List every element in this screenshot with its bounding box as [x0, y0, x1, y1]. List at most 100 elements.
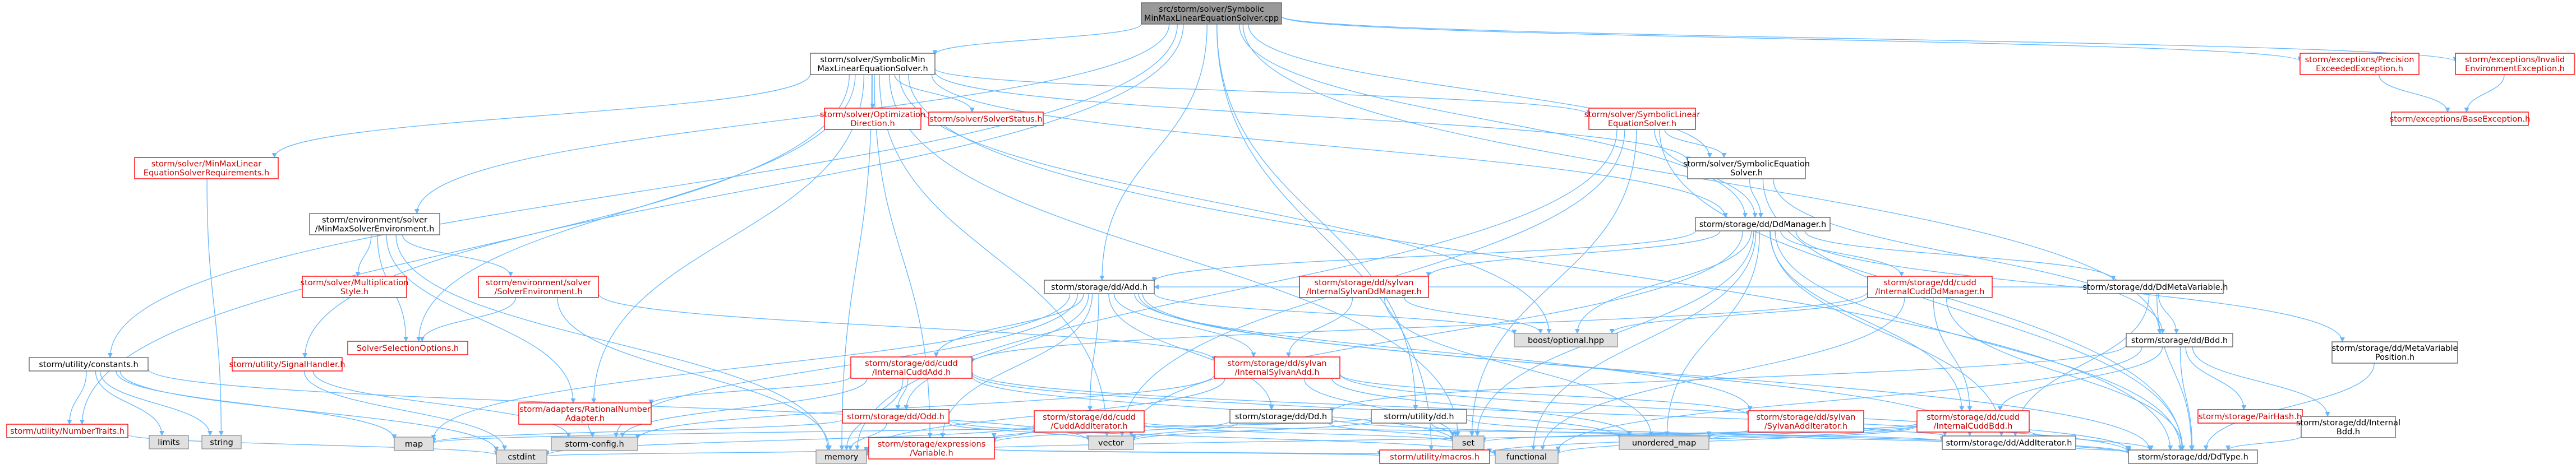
node-sylvan-iter[interactable]: storm/storage/dd/sylvan/SylvanAddIterato…	[1748, 410, 1864, 433]
node-box	[496, 449, 547, 464]
node-label: storm/solver/SymbolicEquation	[1683, 160, 1810, 169]
dependency-edge	[971, 375, 1455, 442]
dependency-edge	[2379, 74, 2450, 113]
dependency-edge	[1574, 230, 1752, 334]
node-constants[interactable]: storm/utility/constants.h	[29, 357, 149, 372]
dependency-edge	[1997, 346, 2163, 411]
nodes-layer: src/storm/solver/SymbolicMinMaxLinearEqu…	[6, 2, 2575, 464]
dependency-edge	[1531, 230, 1757, 451]
node-cudd-iter[interactable]: storm/storage/dd/cudd/CuddAddIterator.h	[1034, 410, 1145, 433]
node-box	[134, 157, 279, 179]
node-label: Style.h	[340, 287, 368, 296]
node-label: storm/storage/dd/cudd	[1043, 413, 1136, 422]
node-box	[850, 356, 973, 379]
dependency-edge	[119, 370, 499, 452]
node-exc-invalid-env[interactable]: storm/exceptions/InvalidEnvironmentExcep…	[2455, 53, 2575, 75]
dependency-edge	[895, 378, 909, 410]
dependency-edge	[1099, 24, 1208, 281]
node-env-mm[interactable]: storm/environment/solver/MinMaxSolverEnv…	[309, 213, 440, 235]
node-dd-h[interactable]: storm/storage/dd/Dd.h	[1229, 409, 1333, 424]
node-exc-base[interactable]: storm/exceptions/BaseException.h	[2390, 112, 2531, 126]
node-smmles-h[interactable]: storm/solver/SymbolicMinMaxLinearEquatio…	[810, 53, 936, 75]
node-sylvan-add[interactable]: storm/storage/dd/sylvan/InternalSylvanAd…	[1214, 356, 1340, 379]
node-box	[2126, 333, 2233, 347]
node-ddtype[interactable]: storm/storage/dd/DdType.h	[2128, 449, 2258, 464]
node-cudd-mgr[interactable]: storm/storage/dd/cudd/InternalCuddDdMana…	[1867, 276, 1993, 298]
node-odd-h[interactable]: storm/storage/dd/Odd.h	[842, 409, 950, 424]
node-label: storm/solver/SolverStatus.h	[929, 115, 1042, 124]
node-solver-status[interactable]: storm/solver/SolverStatus.h	[928, 112, 1044, 126]
node-label: storm/storage/dd/AddIterator.h	[1946, 439, 2072, 448]
node-label: storm/exceptions/Invalid	[2465, 55, 2565, 64]
node-bdd-h[interactable]: storm/storage/dd/Bdd.h	[2126, 333, 2233, 347]
dependency-edge	[99, 370, 213, 436]
node-box	[810, 53, 936, 75]
node-signal[interactable]: storm/utility/SignalHandler.h	[229, 357, 345, 372]
dependency-edge	[1248, 24, 1712, 158]
node-sles-h[interactable]: storm/solver/SymbolicLinearEquationSolve…	[1584, 108, 1701, 130]
node-exc-precision[interactable]: storm/exceptions/PrecisionExceededExcept…	[2299, 53, 2420, 75]
node-cudd-bdd[interactable]: storm/storage/dd/cudd/InternalCuddBdd.h	[1916, 410, 2030, 433]
node-unordered-map: unordered_map	[1619, 435, 1709, 450]
dependency-edge	[107, 24, 1178, 358]
node-label: EquationSolver.h	[1608, 119, 1676, 128]
node-add-h[interactable]: storm/storage/dd/Add.h	[1044, 280, 1155, 294]
node-env-solver[interactable]: storm/environment/solver/SolverEnvironme…	[478, 276, 599, 298]
dependency-edge	[420, 297, 517, 342]
node-ddmanager[interactable]: storm/storage/dd/DdManager.h	[1695, 217, 1831, 231]
dependency-edge	[971, 373, 1622, 439]
node-macros[interactable]: storm/utility/macros.h	[1379, 449, 1490, 464]
dependency-edge	[312, 370, 572, 438]
node-mmles-req[interactable]: storm/solver/MinMaxLinearEquationSolverR…	[134, 157, 279, 179]
node-label: storm/storage/dd/sylvan	[1757, 413, 1856, 422]
node-numtraits[interactable]: storm/utility/NumberTraits.h	[6, 424, 128, 438]
node-label: storm/solver/MinMaxLinear	[151, 160, 261, 169]
node-box	[2299, 53, 2420, 75]
node-label: storm/solver/Optimization	[820, 110, 925, 119]
node-root[interactable]: src/storm/solver/SymbolicMinMaxLinearEqu…	[1141, 2, 1282, 25]
node-expr-var[interactable]: storm/storage/expressions/Variable.h	[868, 437, 995, 460]
node-label: storm/utility/constants.h	[39, 360, 138, 369]
node-box	[2197, 409, 2303, 424]
node-label: storm/storage/dd/cudd	[1927, 413, 2020, 422]
dependency-edge	[1933, 297, 1973, 411]
dependency-edge	[2156, 293, 2194, 451]
node-map: map	[394, 437, 434, 451]
dependency-edge	[1339, 373, 2131, 451]
node-box	[1514, 333, 1618, 347]
node-label: /InternalCuddAdd.h	[872, 368, 951, 377]
node-box	[2455, 53, 2575, 75]
dependency-edge	[1151, 230, 1696, 282]
node-label: Direction.h	[850, 119, 895, 128]
dependency-edge	[1555, 346, 2142, 452]
node-metavar[interactable]: storm/storage/dd/DdMetaVariable.h	[2083, 280, 2228, 294]
node-label: storm/storage/dd/MetaVariable	[2332, 344, 2458, 353]
dependency-edge	[948, 423, 1091, 441]
node-vector: vector	[1088, 435, 1134, 450]
dependency-edge	[1775, 230, 2183, 451]
dependency-edge	[1339, 374, 1751, 416]
dependency-edge	[1154, 293, 1517, 335]
node-pairhash[interactable]: storm/storage/PairHash.h	[2197, 409, 2303, 424]
node-label: Position.h	[2375, 353, 2414, 362]
dependency-edge	[206, 178, 224, 436]
node-label: storm/adapters/RationalNumber	[519, 405, 651, 414]
node-label: storm/storage/dd/Dd.h	[1235, 412, 1327, 421]
node-cudd-add[interactable]: storm/storage/dd/cudd/InternalCuddAdd.h	[850, 356, 973, 379]
dependency-edge	[648, 375, 851, 405]
node-solver-sel[interactable]: SolverSelectionOptions.h	[347, 341, 468, 355]
node-add-iter[interactable]: storm/storage/dd/AddIterator.h	[1942, 435, 2076, 450]
node-box	[347, 341, 468, 355]
node-label: src/storm/solver/Symbolic	[1159, 5, 1264, 14]
node-sylvan-mgr[interactable]: storm/storage/dd/sylvan/InternalSylvanDd…	[1299, 276, 1429, 298]
node-label: storm-config.h	[565, 440, 624, 449]
node-label: storm/utility/NumberTraits.h	[10, 427, 125, 436]
node-utility-dd[interactable]: storm/utility/dd.h	[1371, 409, 1467, 424]
node-box	[394, 437, 434, 451]
